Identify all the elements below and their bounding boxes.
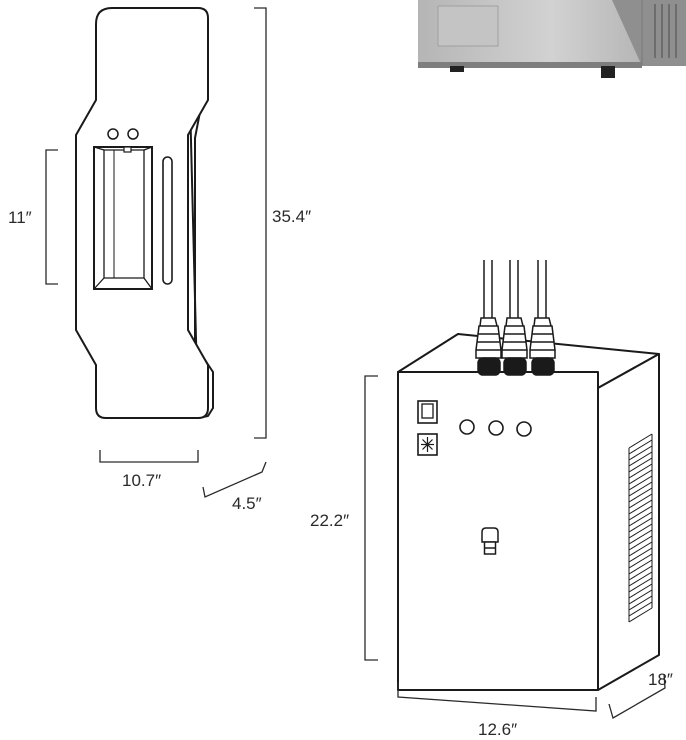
indicator-light-2 xyxy=(488,420,504,436)
panel-height-label: 35.4″ xyxy=(272,207,311,226)
led-right xyxy=(127,128,139,140)
chiller-height-label: 22.2″ xyxy=(310,511,349,530)
stainless-unit-photo xyxy=(418,0,686,78)
water-line-2 xyxy=(501,260,528,376)
chiller-dimension-lines xyxy=(364,375,666,719)
chiller-unit xyxy=(397,260,660,691)
foot-right xyxy=(601,66,615,78)
chiller-width-label: 12.6″ xyxy=(478,720,517,739)
spec-label xyxy=(437,5,499,47)
vent-grille xyxy=(654,4,677,58)
water-lines xyxy=(475,260,556,376)
panel-depth-label: 4.5″ xyxy=(232,494,262,513)
water-line-3 xyxy=(529,260,556,376)
power-switch-icon xyxy=(417,400,438,424)
panel-width-label: 10.7″ xyxy=(122,471,161,490)
dispensing-panel xyxy=(75,7,214,419)
side-slot xyxy=(162,156,173,285)
water-line-1 xyxy=(475,260,502,376)
chiller-depth-label: 18″ xyxy=(648,670,673,689)
side-vent-grille xyxy=(628,433,653,623)
snowflake-icon xyxy=(417,433,438,456)
dispense-opening xyxy=(93,146,153,290)
foot-left xyxy=(450,66,464,72)
indicator-light-3 xyxy=(516,421,532,437)
panel-dimension-lines xyxy=(45,7,267,498)
panel-opening-label: 11″ xyxy=(8,208,32,227)
led-left xyxy=(107,128,119,140)
indicator-light-1 xyxy=(459,419,475,435)
drain-valve-icon xyxy=(481,527,499,555)
